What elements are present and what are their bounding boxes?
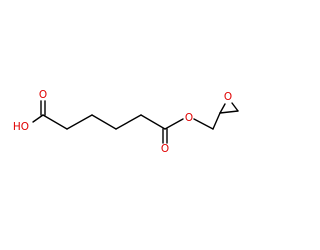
- bond-ester-c-o: [164, 118, 184, 130]
- bond-ester-o-ch2: [193, 118, 214, 130]
- bond-chain-1: [42, 114, 68, 130]
- bond-ring-c2-o: [231, 102, 239, 112]
- bond-chain-3: [91, 114, 117, 130]
- ester-carbonyl-oxygen-label: O: [161, 143, 169, 155]
- bond-chain-4: [115, 114, 142, 130]
- acid-carbonyl-oxygen-label: O: [39, 89, 47, 101]
- molecule-structure: HO O O O O: [13, 89, 239, 155]
- bond-acid-carbon-hydroxyl: [32, 114, 44, 123]
- hydroxyl-label: HO: [13, 121, 29, 133]
- bond-ch2-ring: [212, 112, 221, 130]
- bond-chain-5: [140, 114, 166, 130]
- bond-ring-c1-o: [219, 103, 226, 114]
- epoxide-oxygen-label: O: [224, 91, 232, 103]
- ester-oxygen-label: O: [185, 112, 193, 124]
- bond-ring-c-c: [219, 110, 239, 114]
- bond-chain-2: [66, 114, 93, 130]
